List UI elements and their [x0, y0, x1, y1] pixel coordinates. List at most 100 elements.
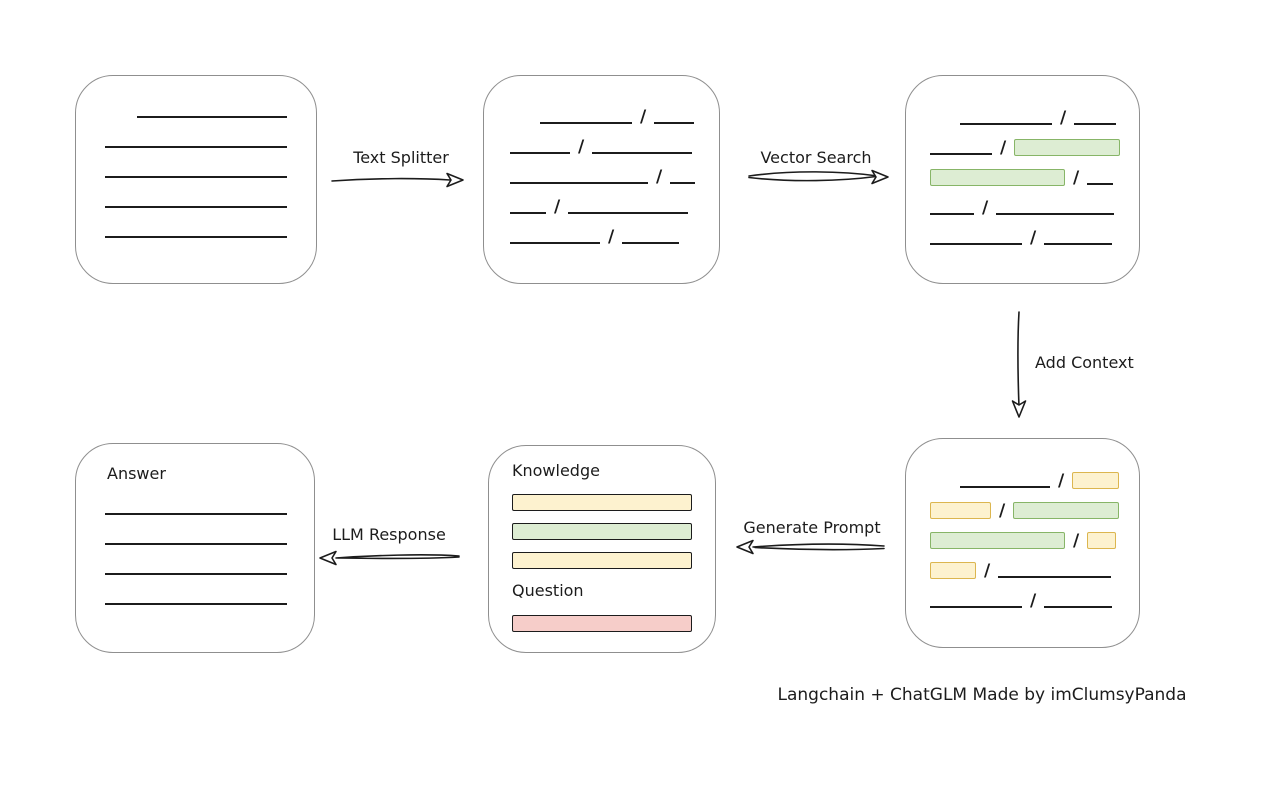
green-chunk [1013, 502, 1120, 519]
yellow-bar [512, 494, 692, 511]
text-line [592, 152, 693, 154]
text-line [960, 486, 1050, 488]
text-line [105, 206, 287, 208]
knowledge-label: Knowledge [512, 461, 600, 480]
add-context-arrow [1011, 311, 1027, 418]
text-line [930, 153, 992, 155]
text-line [930, 243, 1022, 245]
chunk-row: / [930, 188, 1120, 218]
chunk-row: / [930, 98, 1120, 128]
text-line [654, 122, 695, 124]
text-line [105, 236, 287, 238]
slash-separator: / [984, 561, 991, 581]
document-lines [105, 91, 287, 241]
red-bar [512, 615, 692, 632]
chunk-row: / [930, 158, 1120, 188]
context-chunk-rows: / / / / / [930, 461, 1120, 611]
question-bars [512, 615, 693, 632]
text-splitter-arrow [331, 172, 464, 188]
text-line [960, 123, 1052, 125]
yellow-chunk [930, 502, 991, 519]
text-line [1087, 183, 1114, 185]
split-chunk-rows: / / / / / [510, 97, 696, 247]
text-line [930, 606, 1022, 608]
green-chunk [930, 532, 1065, 549]
llm-response-label: LLM Response [332, 525, 446, 544]
text-line [105, 146, 287, 148]
chunk-row [105, 548, 287, 578]
text-line [510, 152, 570, 154]
answer-box [75, 443, 315, 653]
text-line [670, 182, 696, 184]
vector-search-arrow [748, 169, 889, 185]
chunk-row: / [930, 461, 1120, 491]
chunk-row: / [510, 157, 696, 187]
chunk-row: / [930, 581, 1119, 611]
knowledge-bars [512, 494, 693, 569]
slash-separator: / [578, 137, 585, 157]
slash-separator: / [1000, 138, 1007, 158]
chunk-row [105, 121, 287, 151]
text-line [105, 176, 287, 178]
question-label: Question [512, 581, 584, 600]
slash-separator: / [1073, 531, 1080, 551]
chunk-row [105, 518, 287, 548]
vector-search-label: Vector Search [760, 148, 872, 167]
text-line [1044, 243, 1113, 245]
yellow-chunk [1087, 532, 1117, 549]
green-chunk [930, 169, 1065, 186]
chunk-row: / [510, 97, 695, 127]
chunk-row [105, 151, 287, 181]
slash-separator: / [999, 501, 1006, 521]
slash-separator: / [982, 198, 989, 218]
answer-lines [105, 488, 287, 608]
text-line [137, 116, 287, 118]
split-chunks-box [483, 75, 720, 284]
slash-separator: / [1030, 591, 1037, 611]
text-line [510, 182, 648, 184]
slash-separator: / [1058, 471, 1065, 491]
slash-separator: / [554, 197, 561, 217]
text-line [996, 213, 1115, 215]
prompt-content: Knowledge Question [512, 461, 693, 644]
text-line [1074, 123, 1117, 125]
chunk-row: / [930, 128, 1121, 158]
chunk-row [105, 91, 287, 121]
slash-separator: / [640, 107, 647, 127]
chunk-row [105, 488, 287, 518]
text-line [105, 603, 287, 605]
chunk-row [105, 211, 287, 241]
generate-prompt-arrow [736, 539, 885, 555]
slash-separator: / [1073, 168, 1080, 188]
search-result-rows: / / / / / [930, 98, 1121, 248]
green-chunk [1014, 139, 1121, 156]
chunk-row: / [510, 127, 695, 157]
text-splitter-label: Text Splitter [353, 148, 449, 167]
yellow-bar [512, 552, 692, 569]
text-line [105, 513, 287, 515]
slash-separator: / [608, 227, 615, 247]
text-line [510, 212, 546, 214]
yellow-chunk [930, 562, 976, 579]
text-line [568, 212, 689, 214]
chunk-row: / [930, 521, 1119, 551]
slash-separator: / [1030, 228, 1037, 248]
llm-response-arrow [319, 550, 460, 566]
slash-separator: / [1060, 108, 1067, 128]
chunk-row: / [510, 187, 695, 217]
text-line [998, 576, 1112, 578]
chunk-row: / [930, 491, 1120, 521]
add-context-label: Add Context [1035, 353, 1134, 372]
document-box [75, 75, 317, 284]
chunk-row: / [930, 218, 1120, 248]
answer-label: Answer [107, 464, 166, 483]
text-line [510, 242, 600, 244]
text-line [105, 573, 287, 575]
slash-separator: / [656, 167, 663, 187]
green-bar [512, 523, 692, 540]
text-line [105, 543, 287, 545]
credit-text: Langchain + ChatGLM Made by imClumsyPand… [777, 685, 1187, 705]
generate-prompt-label: Generate Prompt [743, 518, 881, 537]
chunk-row: / [510, 217, 695, 247]
text-line [1044, 606, 1113, 608]
